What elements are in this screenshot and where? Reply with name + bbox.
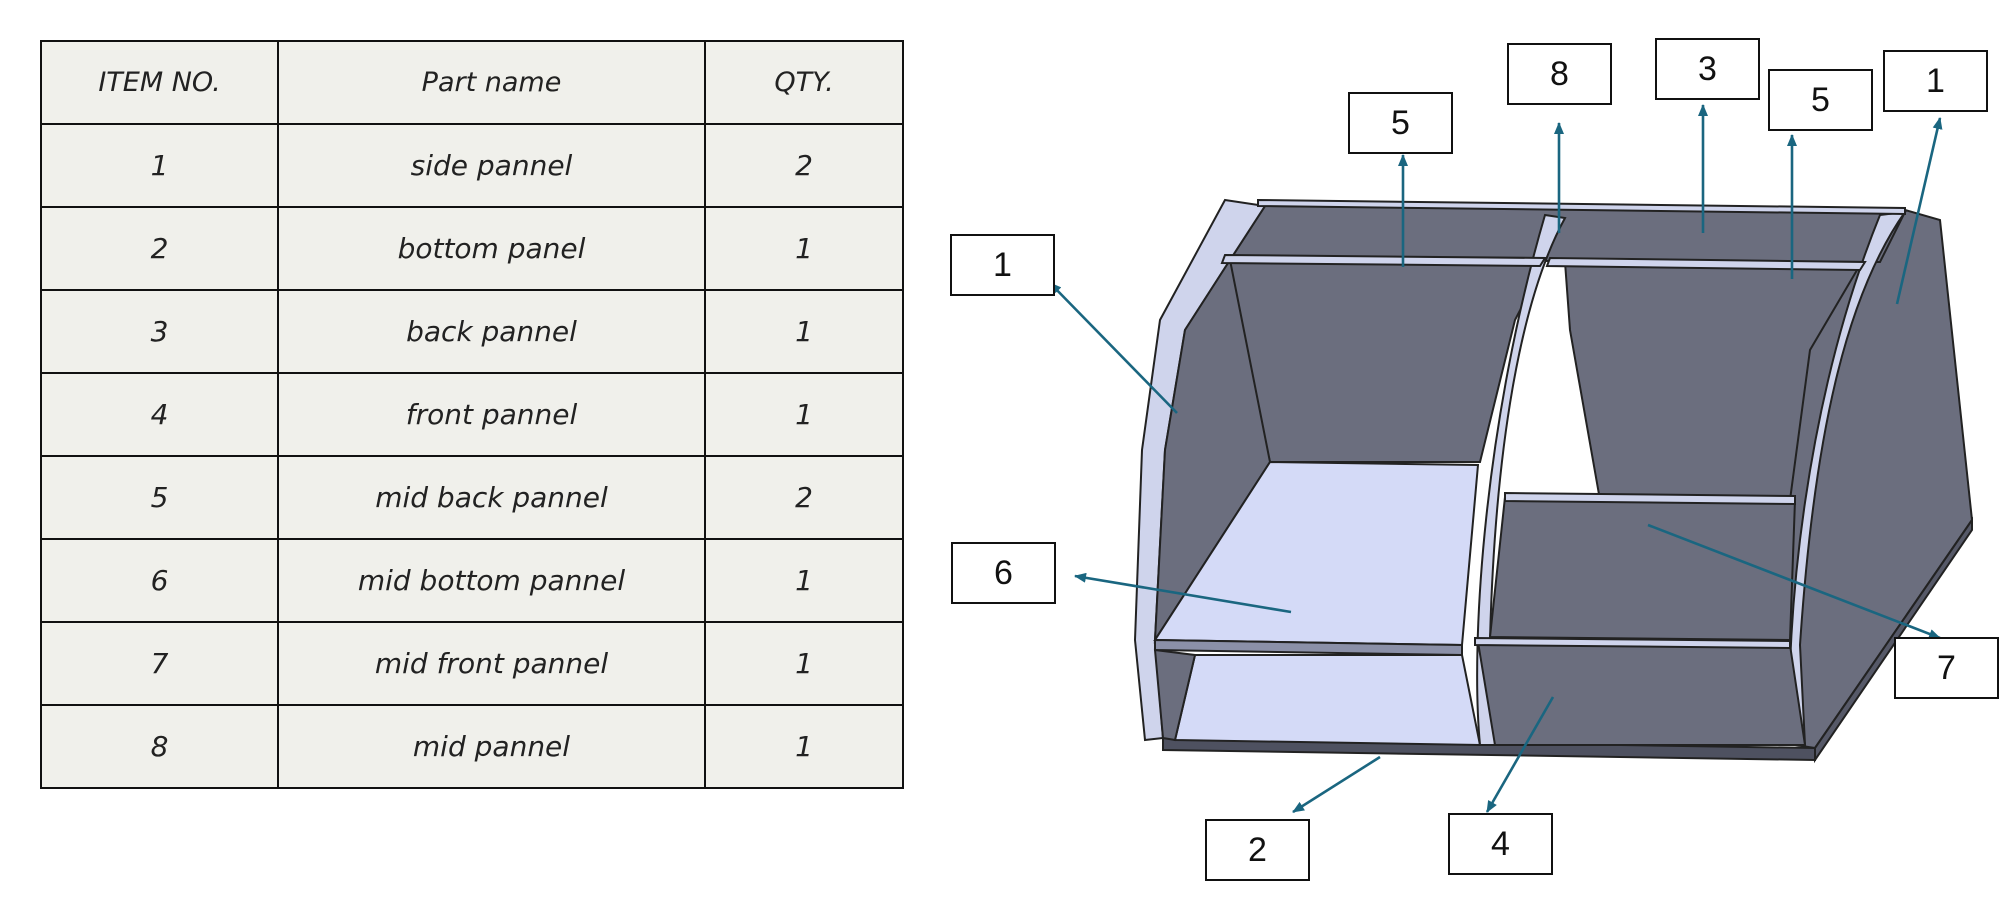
shelf-assembly	[1133, 198, 1974, 764]
callout-label: 4	[1491, 825, 1510, 863]
callout-7: 7	[1894, 637, 1999, 699]
callout-label: 1	[1926, 62, 1945, 100]
callouts: 1 5 8 3 5 1 6 7	[950, 38, 1999, 881]
table-header-row: ITEM NO. Part name QTY.	[40, 40, 904, 125]
table-row: 1 side pannel 2	[40, 123, 904, 208]
cell-part-name: mid back pannel	[277, 455, 706, 540]
cell-part-name: bottom panel	[277, 206, 706, 291]
callout-1-right: 1	[1883, 50, 1988, 112]
cell-qty: 1	[704, 289, 904, 374]
lower-left-wall	[1153, 648, 1197, 742]
mid-back-pannel-right	[1545, 256, 1867, 272]
mid-back-pannel-left	[1220, 253, 1547, 268]
leader-2	[1292, 755, 1381, 814]
callout-label: 1	[993, 246, 1012, 284]
table-row: 7 mid front pannel 1	[40, 621, 904, 706]
cell-item-no: 7	[40, 621, 279, 706]
cell-item-no: 1	[40, 123, 279, 208]
top-rim	[1257, 198, 1906, 216]
header-part-name: Part name	[277, 40, 706, 125]
cell-qty: 2	[704, 455, 904, 540]
cell-item-no: 3	[40, 289, 279, 374]
cell-item-no: 6	[40, 538, 279, 623]
callout-6: 6	[951, 542, 1056, 604]
table-row: 2 bottom panel 1	[40, 206, 904, 291]
callout-label: 3	[1698, 50, 1717, 88]
cell-item-no: 5	[40, 455, 279, 540]
table-row: 3 back pannel 1	[40, 289, 904, 374]
leader-1-right	[1895, 117, 1943, 305]
callout-1-left: 1	[950, 234, 1055, 296]
front-pannel-edge	[1474, 636, 1791, 650]
cell-part-name: back pannel	[277, 289, 706, 374]
table-row: 6 mid bottom pannel 1	[40, 538, 904, 623]
cell-item-no: 4	[40, 372, 279, 457]
leader-1-left	[1049, 282, 1178, 414]
mid-front-pannel-edge	[1504, 491, 1796, 506]
cell-item-no: 2	[40, 206, 279, 291]
callout-label: 5	[1811, 81, 1830, 119]
callout-5-right: 5	[1768, 69, 1873, 131]
bill-of-materials-table: ITEM NO. Part name QTY. 1 side pannel 2 …	[40, 40, 904, 789]
cell-part-name: mid pannel	[277, 704, 706, 789]
header-item-no: ITEM NO.	[40, 40, 279, 125]
callout-label: 6	[994, 554, 1013, 592]
callout-4: 4	[1448, 813, 1553, 875]
lower-left-floor	[1173, 654, 1482, 747]
leader-6	[1074, 572, 1292, 614]
callout-label: 5	[1391, 104, 1410, 142]
leader-4	[1485, 696, 1555, 813]
back-pannel	[1228, 204, 1907, 264]
cell-part-name: mid bottom pannel	[277, 538, 706, 623]
cell-qty: 1	[704, 704, 904, 789]
callout-label: 2	[1248, 831, 1267, 869]
cell-part-name: mid front pannel	[277, 621, 706, 706]
leader-7	[1647, 523, 1941, 640]
table-row: 5 mid back pannel 2	[40, 455, 904, 540]
callout-label: 8	[1550, 55, 1569, 93]
callout-5-left: 5	[1348, 92, 1453, 154]
cell-qty: 1	[704, 372, 904, 457]
mid-front-pannel	[1488, 495, 1797, 642]
cell-qty: 1	[704, 538, 904, 623]
cell-item-no: 8	[40, 704, 279, 789]
front-pannel	[1476, 640, 1807, 746]
header-qty: QTY.	[704, 40, 904, 125]
callout-3: 3	[1655, 38, 1760, 100]
callout-2: 2	[1205, 819, 1310, 881]
cell-part-name: side pannel	[277, 123, 706, 208]
cell-qty: 2	[704, 123, 904, 208]
callout-8: 8	[1507, 43, 1612, 105]
callout-label: 7	[1937, 649, 1956, 687]
cell-qty: 1	[704, 621, 904, 706]
right-side-panel-base	[1814, 516, 1973, 764]
cell-part-name: front pannel	[277, 372, 706, 457]
left-side-inner	[1153, 257, 1272, 644]
cell-qty: 1	[704, 206, 904, 291]
leader-lines	[1049, 104, 1943, 814]
table-row: 8 mid pannel 1	[40, 704, 904, 789]
table-row: 4 front pannel 1	[40, 372, 904, 457]
